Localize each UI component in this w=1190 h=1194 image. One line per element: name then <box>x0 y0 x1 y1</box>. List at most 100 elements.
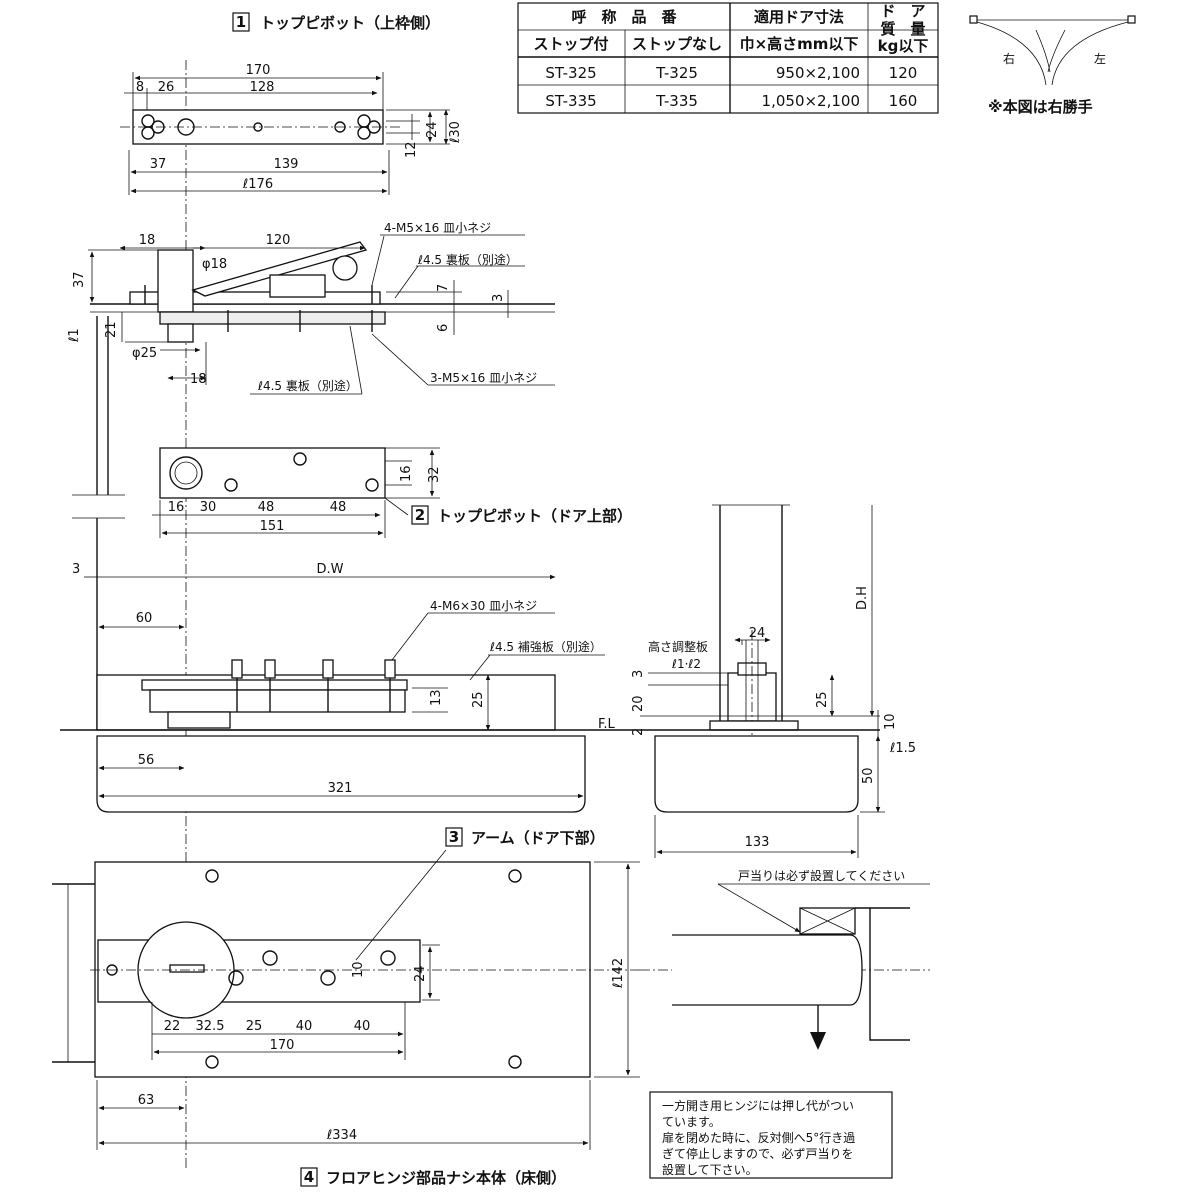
arrow-down-icon <box>810 1032 826 1050</box>
notice-box: 一方開き用ヒンジには押し代がつい ています。 扉を閉めた時に、反対側へ5°行き過… <box>649 1091 893 1179</box>
dimension-label: 7 <box>436 284 451 292</box>
dimension-label: 3 <box>449 828 459 846</box>
dimension-label: 60 <box>136 611 153 626</box>
dimension-label: 21 <box>104 321 119 338</box>
dimension-label: 128 <box>250 80 275 95</box>
dimension-label: 20 <box>631 695 646 712</box>
dimension-label: ℓ142 <box>611 958 626 989</box>
dimension-label: 22 <box>164 1019 181 1034</box>
dimension-label: ℓ1·ℓ2 <box>671 657 701 671</box>
dimension-label: 16 <box>168 500 185 515</box>
dimension-label: 18 <box>139 233 156 248</box>
table-cell: T-335 <box>655 92 698 110</box>
dimension-label: ℓ176 <box>242 177 273 192</box>
dimension-label: φ18 <box>202 257 227 272</box>
dimension-label: ℓ334 <box>326 1128 357 1143</box>
dimension-label: φ25 <box>132 346 157 361</box>
hand-left-label: 左 <box>1094 51 1106 66</box>
dimension-label: トップピボット（上枠側） <box>260 14 440 32</box>
hand-diagram: 右 左 ※本図は右勝手 <box>969 15 1136 116</box>
section-3-title: 3 アーム（ドア下部） <box>445 827 605 847</box>
dimension-label: 40 <box>296 1019 313 1034</box>
table-cell: 120 <box>889 64 918 82</box>
dimension-label: アーム（ドア下部） <box>471 829 605 847</box>
dimension-label: 1 <box>236 13 246 31</box>
dimension-label: 30 <box>200 500 217 515</box>
dimension-label: ぎて停止しますので、必ず戸当りを <box>662 1146 854 1161</box>
dimension-label: 24 <box>425 121 440 138</box>
dimension-label: 25 <box>246 1019 263 1034</box>
table-cell: 160 <box>889 92 918 110</box>
dimension-label: 170 <box>270 1038 295 1053</box>
dimension-label: 151 <box>260 519 285 534</box>
hand-note: ※本図は右勝手 <box>988 98 1093 116</box>
dimension-label: トップピボット（ドア上部） <box>437 507 632 525</box>
dimension-label: 12 <box>404 141 419 158</box>
dimension-label: 26 <box>158 80 175 95</box>
dimension-label: ℓ1 <box>67 328 82 343</box>
dimension-label: 扉を閉めた時に、反対側へ5°行き過 <box>662 1131 855 1145</box>
dimension-label: 321 <box>328 781 353 796</box>
dimension-label: 13 <box>429 689 444 706</box>
screw-m6-callout: 4-M6×30 皿小ネジ <box>430 599 537 613</box>
dimension-label: 24 <box>749 626 766 641</box>
door-top-pivot-plate: 16 32 16 30 48 48 151 <box>152 447 442 538</box>
dimension-label: 25 <box>815 691 830 708</box>
screw-callout-top: 4-M5×16 皿小ネジ <box>384 221 491 235</box>
dimension-label: D.H <box>855 586 870 610</box>
dimension-label: 139 <box>274 157 299 172</box>
spec-table: 呼 称 品 番 適用ドア寸法 ド ア 質 量 ストップ付 ストップなし 巾×高さ… <box>517 2 939 114</box>
dimension-label: 設置して下さい。 <box>662 1162 758 1177</box>
table-cell: 950×2,100 <box>776 64 860 82</box>
dimension-label: 63 <box>138 1093 155 1108</box>
top-pivot-section: 18 120 φ18 37 7 6 3 ℓ1 21 φ25 18 4-M5×16… <box>67 221 555 395</box>
dimension-label: 4 <box>304 1168 314 1186</box>
back-plate-callout-bottom: ℓ4.5 裏板（別途） <box>257 378 358 393</box>
dimension-label: ℓ1.5 <box>889 741 916 756</box>
dimension-label: 10 <box>883 713 898 730</box>
dimension-label: 2 <box>631 728 646 736</box>
table-header-weight-2: 質 量 <box>880 20 925 38</box>
dimension-label: 120 <box>266 233 291 248</box>
top-pivot-plan: 170 8 26 128 12 24 ℓ30 37 139 ℓ176 <box>120 63 463 195</box>
table-sub-stop: ストップ付 <box>533 35 608 53</box>
screw-callout-3: 3-M5×16 皿小ネジ <box>430 371 537 385</box>
back-plate-callout-top: ℓ4.5 裏板（別途） <box>417 252 518 267</box>
dimension-label: 133 <box>745 835 770 850</box>
hand-right-label: 右 <box>1003 51 1015 66</box>
dimension-label: 40 <box>354 1019 371 1034</box>
dimension-label: ています。 <box>662 1115 721 1129</box>
dimension-label: 48 <box>258 500 275 515</box>
table-sub-weight: kg以下 <box>878 37 929 55</box>
dimension-label: 56 <box>138 753 155 768</box>
floor-hinge-section: F.L 13 25 4-M6×30 皿小ネジ ℓ4.5 補強板（別途） 56 3… <box>60 599 640 813</box>
dimension-label: 32.5 <box>196 1019 225 1034</box>
dimension-label: 18 <box>190 372 207 387</box>
dimension-label: 16 <box>399 465 414 482</box>
reinforce-callout: ℓ4.5 補強板（別途） <box>489 639 602 654</box>
dimension-label: D.W <box>317 562 344 577</box>
stopper-callout: 戸当りは必ず設置してください <box>738 868 905 883</box>
table-header-name: 呼 称 品 番 <box>571 8 677 26</box>
dimension-label: 2 <box>415 506 425 524</box>
dimension-label: 48 <box>330 500 347 515</box>
dimension-label: 25 <box>471 691 486 708</box>
section-1-title: 1 トップピボット（上枠側） <box>232 12 440 32</box>
table-cell: ST-325 <box>545 64 596 82</box>
section-2-title: 2 トップピボット（ドア上部） <box>411 505 632 525</box>
dimension-label: 170 <box>246 63 271 78</box>
dimension-label: 37 <box>72 271 87 288</box>
floor-body-plan: 10 24 ℓ142 22 32.5 25 40 40 170 63 ℓ334 <box>52 849 930 1150</box>
dimension-label: フロアヒンジ部品ナシ本体（床側） <box>326 1169 566 1187</box>
table-cell: T-325 <box>655 64 698 82</box>
table-sub-nostop: ストップなし <box>632 35 722 53</box>
side-section: 24 高さ調整板 ℓ1·ℓ2 3 20 2 25 D.H 10 ℓ1.5 50 … <box>631 504 916 858</box>
dimension-label: 32 <box>427 466 442 483</box>
table-cell: ST-335 <box>545 92 596 110</box>
dimension-label: 10 <box>351 961 366 978</box>
section-4-title: 4 フロアヒンジ部品ナシ本体（床側） <box>300 1167 566 1187</box>
dimension-label: F.L <box>598 717 616 732</box>
table-sub-size: 巾×高さmm以下 <box>740 35 859 53</box>
